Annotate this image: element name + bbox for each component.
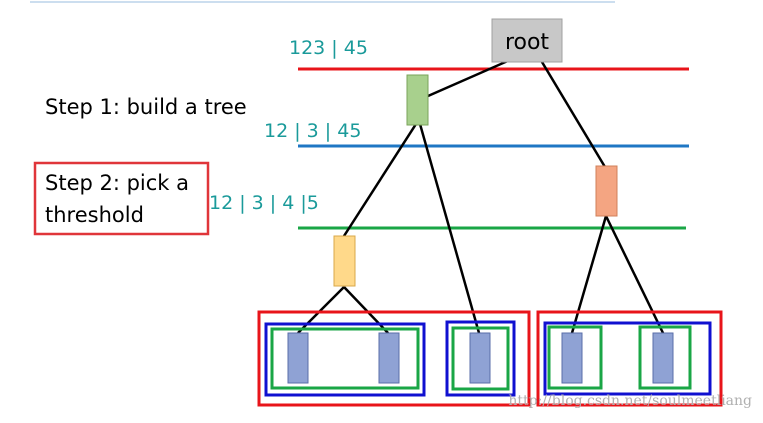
step2-line1: Step 2: pick a [45,171,189,195]
threshold-box-red-right [536,310,723,407]
leaf-node-2 [378,332,400,384]
group-box-green-right-a [547,325,603,390]
step2-box [33,161,210,236]
edge-yellow-leaf2 [343,286,389,334]
leaf-node-4 [561,332,583,384]
edge-yellow-leaf1 [297,286,345,334]
edge-root-salmon [540,61,607,168]
group-box-blue-mid [445,320,516,397]
leaf-nodes [287,332,674,384]
tree-node-level2-right [595,165,618,217]
tree-node-level1-left [406,74,429,126]
tree-node-level3-left [333,235,356,287]
edge-salmon-leaf5 [604,215,665,334]
step1-label: Step 1: build a tree [45,95,247,119]
level-label-3: 12 | 3 | 4 |5 [209,192,319,214]
group-box-green-mid [451,326,510,391]
level-label-1: 123 | 45 [289,37,368,59]
group-box-blue-right [543,321,712,396]
edge-green-leaf3 [418,123,481,334]
group-box-blue-left [264,322,426,397]
level-label-2: 12 | 3 | 45 [264,120,361,142]
step2-line2: threshold [45,203,144,227]
group-box-green-left [270,327,420,390]
watermark: http://blog.csdn.net/soulmeetliang [508,393,752,409]
edge-root-green [427,58,511,98]
edge-salmon-leaf4 [570,215,608,334]
root-node [491,18,563,63]
leaf-node-3 [469,332,491,384]
root-label: root [505,30,549,55]
group-box-green-right-b [638,325,692,390]
edge-green-yellow [342,123,418,237]
leaf-node-1 [287,332,309,384]
leaf-node-5 [652,332,674,384]
threshold-box-red-left [257,310,531,407]
